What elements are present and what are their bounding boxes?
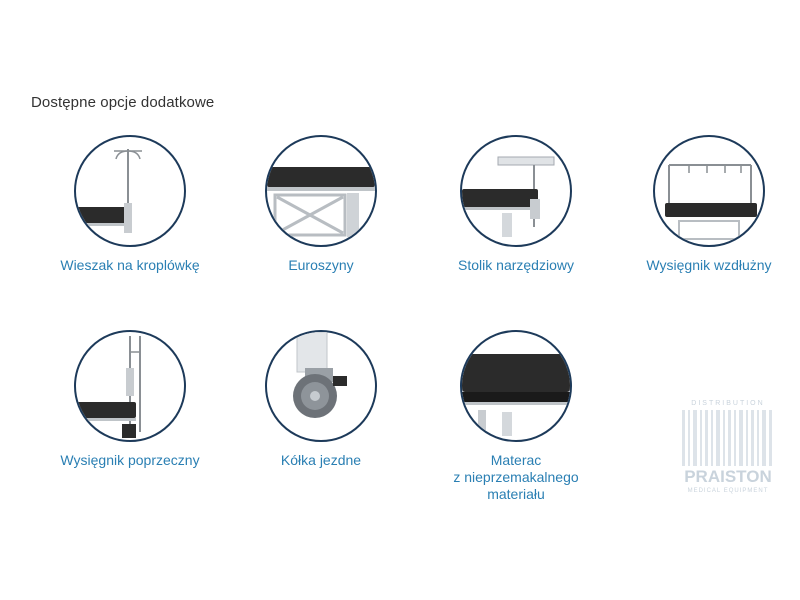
option-transverse-arm[interactable]: Wysięgnik poprzeczny [45, 330, 215, 469]
option-label: Euroszyny [288, 257, 354, 273]
option-eurorails[interactable]: Euroszyny [236, 135, 406, 274]
mattress-image [460, 330, 572, 442]
option-label: Wieszak na kroplówkę [60, 257, 200, 273]
option-instrument-tray[interactable]: Stolik narzędziowy [431, 135, 601, 274]
eurorails-image [265, 135, 377, 247]
watermark-brand: PRAISTON [684, 467, 772, 486]
option-label-line: materiału [487, 486, 545, 502]
option-label: Wysięgnik wzdłużny [646, 257, 772, 273]
watermark-top-text: DISTRIBUTION [691, 400, 764, 407]
transverse-arm-image [74, 330, 186, 442]
option-label-line: z nieprzemakalnego [453, 469, 579, 485]
option-label: Kółka jezdne [280, 452, 362, 468]
instrument-tray-image [460, 135, 572, 247]
option-casters[interactable]: Kółka jezdne [236, 330, 406, 469]
iv-pole-image [74, 135, 186, 247]
option-mattress[interactable]: Materac z nieprzemakalnego materiału [431, 330, 601, 503]
option-longitudinal-arm[interactable]: Wysięgnik wzdłużny [624, 135, 794, 274]
option-label: Wysięgnik poprzeczny [60, 452, 200, 468]
option-label: Stolik narzędziowy [458, 257, 574, 273]
option-label: Materac z nieprzemakalnego materiału [431, 452, 601, 503]
option-iv-pole[interactable]: Wieszak na kroplówkę [45, 135, 215, 274]
praiston-watermark: DISTRIBUTION PRAISTON MEDICAL EQUIPMENT [676, 396, 780, 496]
casters-image [265, 330, 377, 442]
option-label-line: Materac [490, 452, 542, 468]
watermark-sub-text: MEDICAL EQUIPMENT [688, 488, 769, 494]
section-title: Dostępne opcje dodatkowe [31, 94, 215, 111]
longitudinal-arm-image [653, 135, 765, 247]
